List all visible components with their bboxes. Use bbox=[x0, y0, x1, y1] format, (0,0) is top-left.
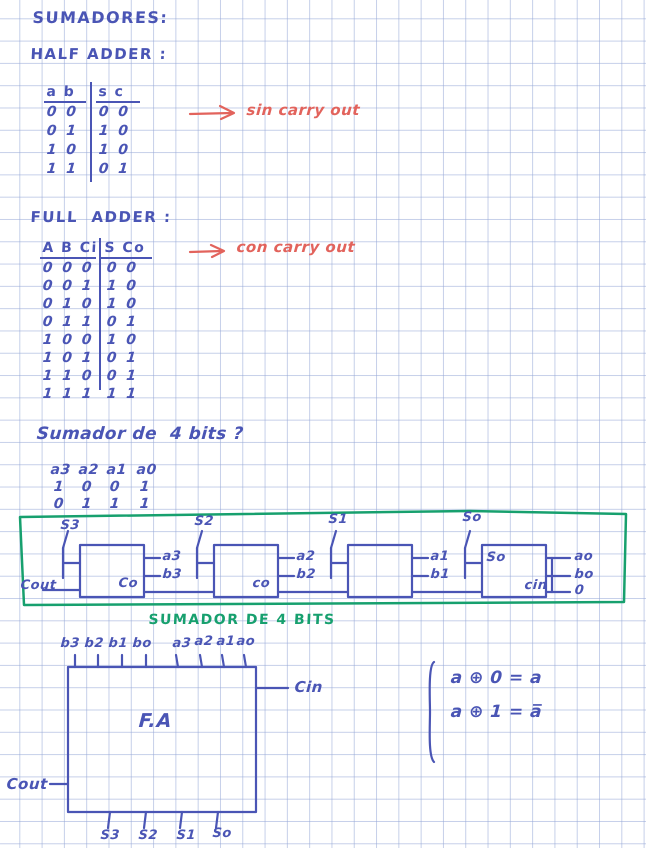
ripple-input-a3: a3 bbox=[162, 549, 182, 564]
ripple-input-b2: b2 bbox=[296, 567, 317, 582]
ripple-sum-label-s2: S2 bbox=[194, 514, 215, 529]
full-adder-header-rule-right bbox=[100, 257, 152, 259]
block-input-a1: a1 bbox=[216, 634, 236, 649]
full-adder-row-outputs: 1 0 bbox=[106, 296, 137, 312]
half-adder-row-outputs: 1 0 bbox=[98, 123, 129, 139]
full-adder-row-inputs: 1 0 1 bbox=[42, 350, 93, 366]
full-adder-row-inputs: 1 1 1 bbox=[42, 386, 93, 402]
operand-a-bit: 0 bbox=[81, 479, 93, 495]
ripple-carry-in-value: 0 bbox=[574, 583, 585, 598]
block-input-a2: a2 bbox=[194, 634, 214, 649]
identity-brace-icon bbox=[428, 660, 436, 764]
ripple-input-b3: b3 bbox=[162, 567, 183, 582]
ripple-carry-out-stage3: Co bbox=[118, 576, 139, 591]
half-adder-row-inputs: 0 1 bbox=[46, 123, 77, 139]
ripple-carry-in-label: cin bbox=[524, 578, 548, 593]
full-adder-row-inputs: 0 1 1 bbox=[42, 314, 93, 330]
block-output-s1: S1 bbox=[176, 828, 197, 843]
block-name-label: F.A bbox=[138, 710, 174, 732]
full-adder-row-inputs: 0 0 0 bbox=[42, 260, 93, 276]
block-input-b2: b2 bbox=[84, 636, 105, 651]
ripple-diagram-caption: SUMADOR DE 4 BITS bbox=[148, 612, 336, 628]
bit-label-a0: a0 bbox=[136, 462, 158, 478]
question-text: Sumador de 4 bits ? bbox=[36, 424, 245, 444]
full-adder-annotation: con carry out bbox=[236, 238, 356, 256]
operand-a-bit: 1 bbox=[53, 479, 65, 495]
half-adder-arrow-icon bbox=[188, 104, 236, 121]
full-adder-arrow-icon bbox=[188, 243, 226, 259]
full-adder-header-outputs: S Co bbox=[104, 240, 146, 256]
block-carry-out-label: Cout bbox=[6, 775, 49, 793]
full-adder-header-rule-left bbox=[40, 257, 96, 259]
block-output-s3: S3 bbox=[100, 828, 121, 843]
full-adder-row-inputs: 1 1 0 bbox=[42, 368, 93, 384]
ripple-input-a0: ao bbox=[574, 549, 594, 564]
half-adder-row-outputs: 1 0 bbox=[98, 142, 129, 158]
ripple-cout-label: Cout bbox=[20, 578, 58, 593]
full-adder-row-inputs: 0 0 1 bbox=[42, 278, 93, 294]
block-output-s2: S2 bbox=[138, 828, 159, 843]
bit-label-a2: a2 bbox=[78, 462, 100, 478]
half-adder-heading: HALF ADDER : bbox=[30, 45, 168, 63]
block-input-a3: a3 bbox=[172, 636, 192, 651]
half-adder-header-rule-right bbox=[96, 101, 140, 103]
ripple-sum-label-s3: S3 bbox=[60, 518, 81, 533]
half-adder-row-outputs: 0 1 bbox=[98, 161, 129, 177]
bit-label-a3: a3 bbox=[50, 462, 72, 478]
full-adder-row-outputs: 0 1 bbox=[106, 314, 137, 330]
half-adder-header-rule-left bbox=[44, 101, 86, 103]
block-diagram-schematic bbox=[48, 653, 290, 830]
block-input-b0: bo bbox=[132, 636, 153, 651]
half-adder-row-inputs: 1 0 bbox=[46, 142, 77, 158]
half-adder-row-inputs: 0 0 bbox=[46, 104, 77, 120]
ripple-input-b1: b1 bbox=[430, 567, 451, 582]
page-title: SUMADORES: bbox=[32, 8, 169, 27]
full-adder-row-inputs: 1 0 0 bbox=[42, 332, 93, 348]
block-carry-in-label: Cin bbox=[294, 678, 324, 696]
block-output-s0: So bbox=[212, 826, 233, 841]
block-input-b1: b1 bbox=[108, 636, 129, 651]
full-adder-row-outputs: 0 1 bbox=[106, 368, 137, 384]
block-input-a0: ao bbox=[236, 634, 256, 649]
block-input-b3: b3 bbox=[60, 636, 81, 651]
full-adder-row-outputs: 0 1 bbox=[106, 350, 137, 366]
ripple-carry-adder-schematic bbox=[41, 529, 572, 599]
half-adder-row-inputs: 1 1 bbox=[46, 161, 77, 177]
ripple-carry-out-stage2: co bbox=[252, 576, 271, 591]
half-adder-header-inputs: a b bbox=[46, 84, 76, 100]
ripple-sum-label-s1: S1 bbox=[328, 512, 349, 527]
ripple-diagram-green-border bbox=[18, 509, 628, 607]
full-adder-heading: FULL ADDER : bbox=[30, 208, 172, 226]
operand-a-bit: 0 bbox=[109, 479, 121, 495]
identity-line-2: a ⊕ 1 = a̅ bbox=[450, 702, 543, 722]
operand-a-bit: 1 bbox=[139, 479, 151, 495]
bit-label-a1: a1 bbox=[106, 462, 128, 478]
full-adder-row-inputs: 0 1 0 bbox=[42, 296, 93, 312]
full-adder-row-outputs: 1 1 bbox=[106, 386, 137, 402]
ripple-inner-label-so: So bbox=[486, 550, 507, 565]
ripple-sum-label-s0: So bbox=[462, 510, 483, 525]
ripple-input-a2: a2 bbox=[296, 549, 316, 564]
half-adder-vertical-rule bbox=[90, 82, 92, 182]
full-adder-vertical-rule bbox=[99, 238, 101, 390]
full-adder-row-outputs: 1 0 bbox=[106, 332, 137, 348]
half-adder-header-outputs: s c bbox=[98, 84, 125, 100]
full-adder-row-outputs: 0 0 bbox=[106, 260, 137, 276]
identity-line-1: a ⊕ 0 = a bbox=[450, 668, 543, 688]
ripple-input-a1: a1 bbox=[430, 549, 450, 564]
ripple-input-b0: bo bbox=[574, 567, 595, 582]
full-adder-header-inputs: A B Ci bbox=[42, 240, 99, 256]
half-adder-row-outputs: 0 0 bbox=[98, 104, 129, 120]
full-adder-row-outputs: 1 0 bbox=[106, 278, 137, 294]
half-adder-annotation: sin carry out bbox=[246, 101, 361, 119]
